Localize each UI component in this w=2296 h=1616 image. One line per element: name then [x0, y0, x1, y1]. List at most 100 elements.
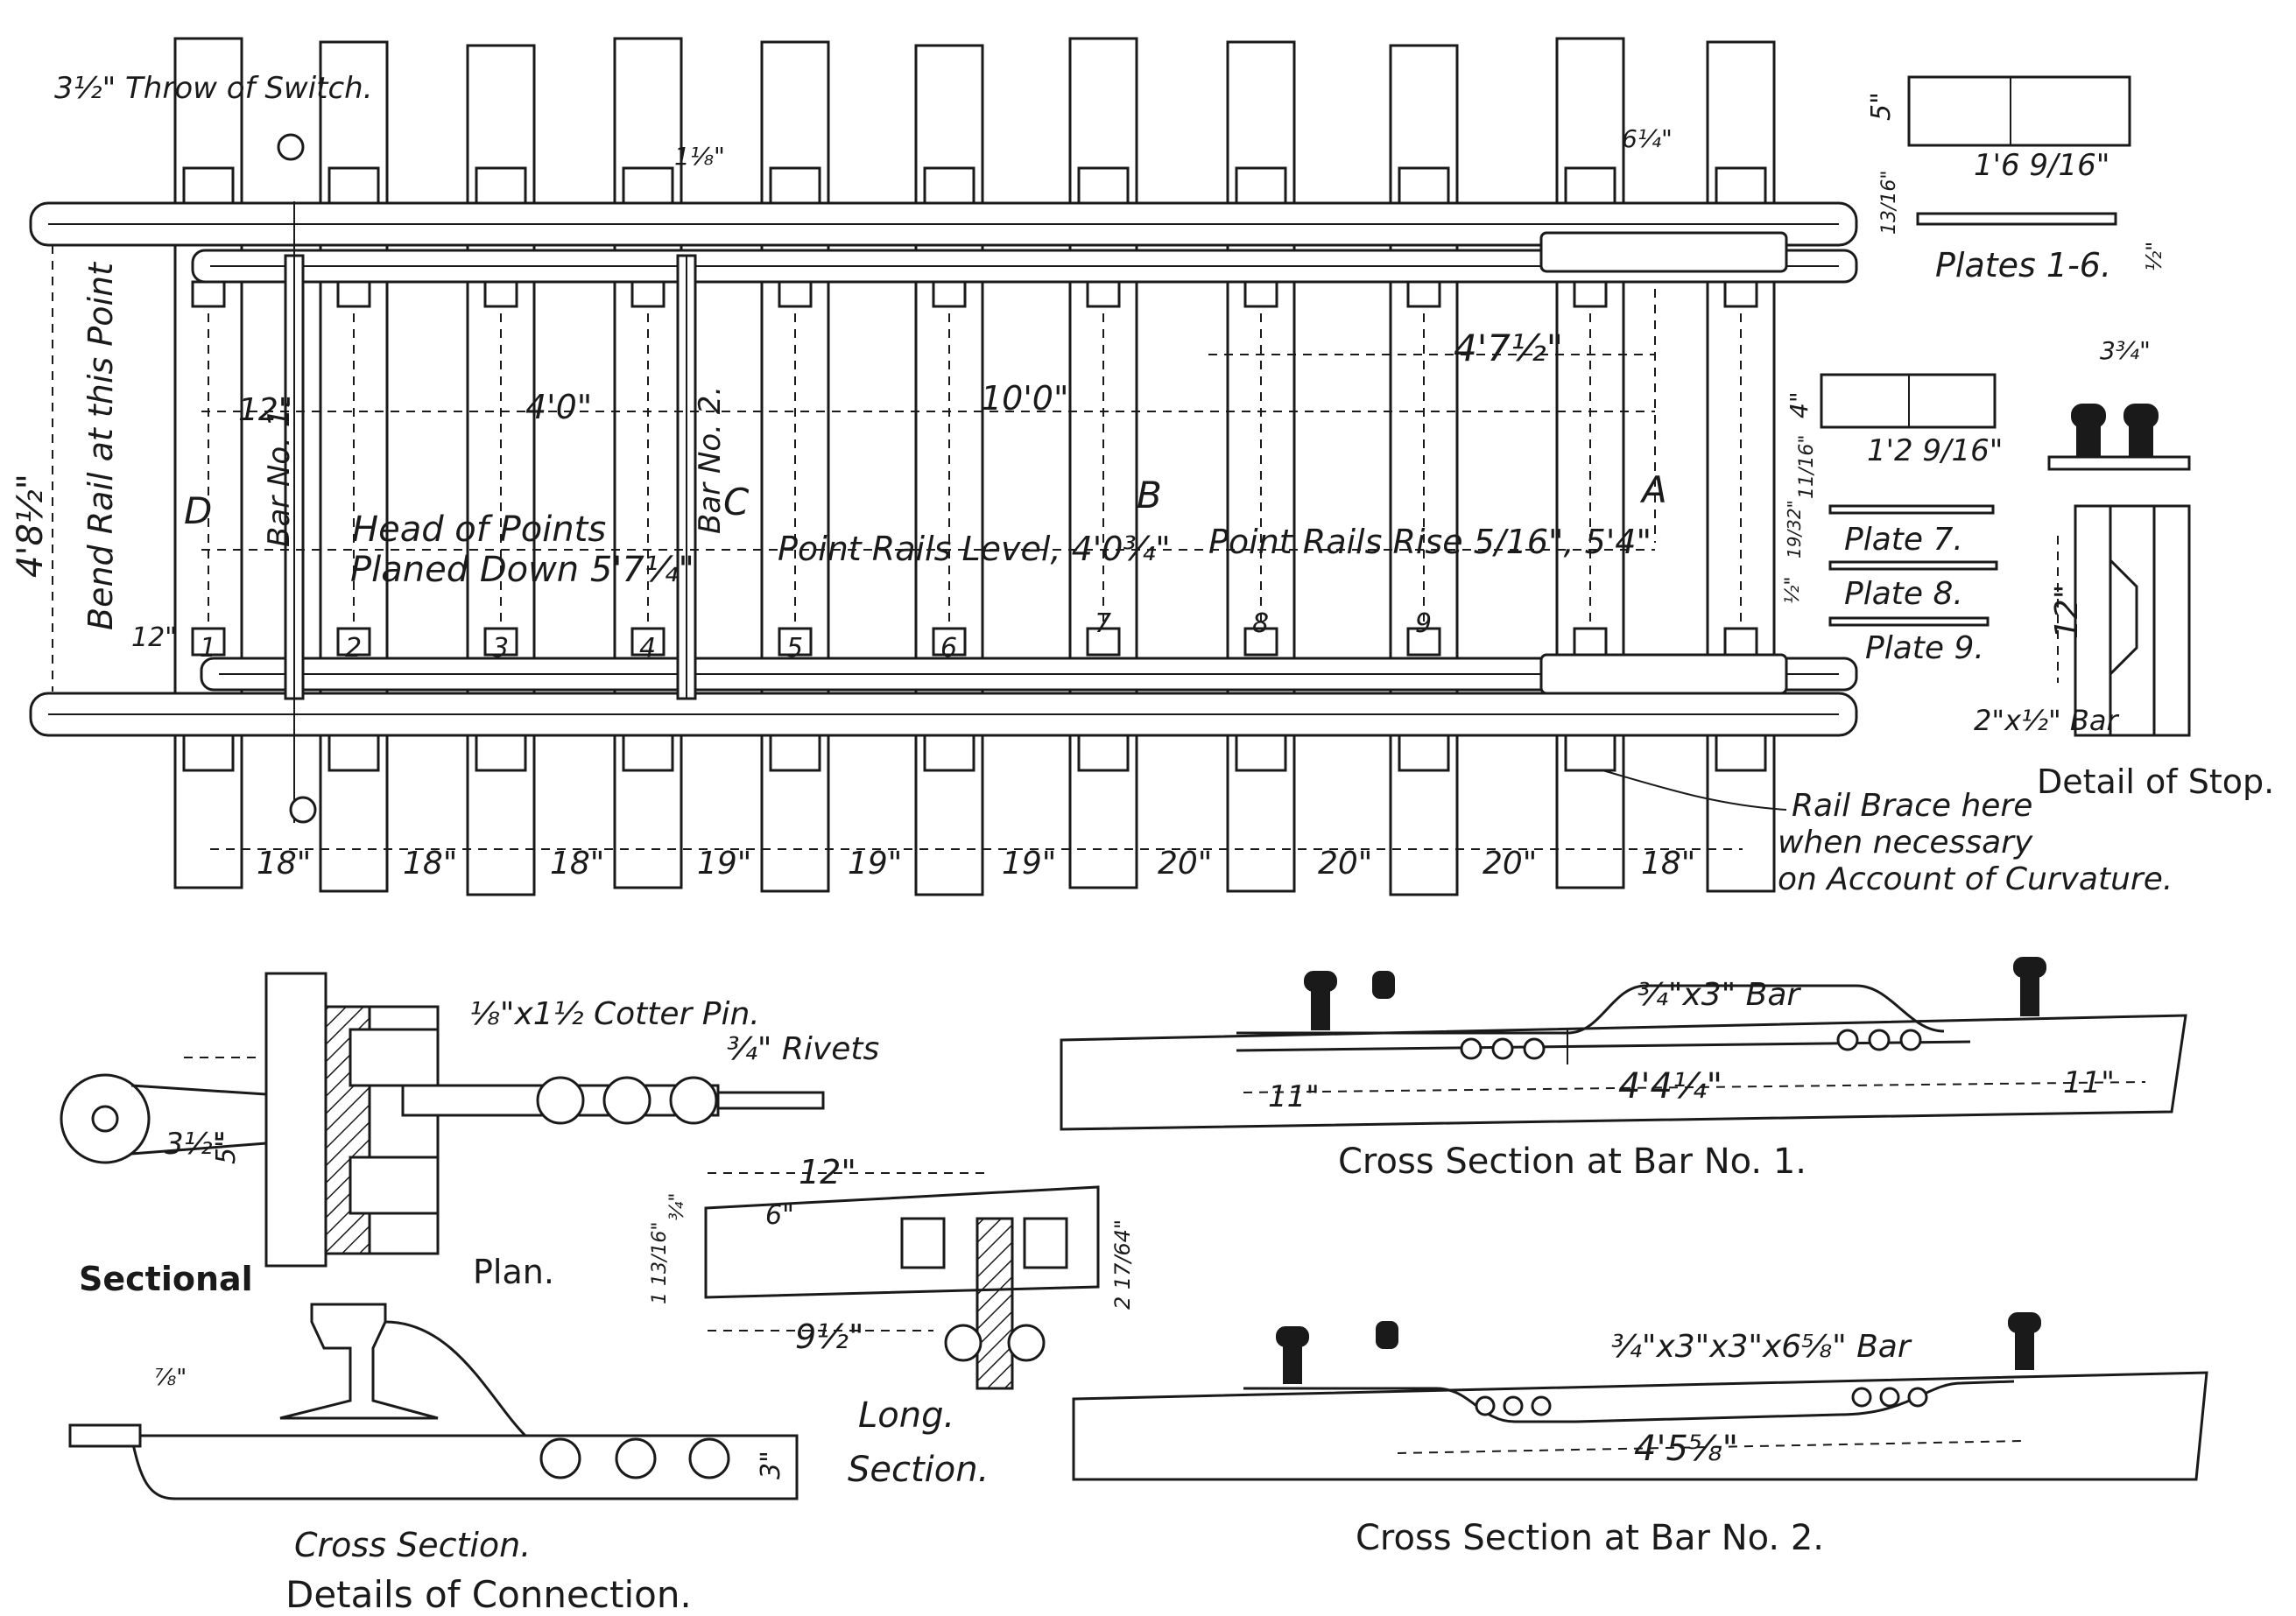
switch-plan: 3½" Throw of Switch. 4'8½" Bend Rail at …: [11, 37, 2173, 897]
dim-4-7-half: 4'7½": [1454, 327, 1563, 369]
plates-1-6-width: 5": [1866, 92, 1897, 121]
rail-clip-upper: [475, 166, 527, 205]
long-section-dim-9-half: 9½": [795, 1317, 864, 1356]
slide-plate-lower: [778, 627, 813, 657]
plates-7-9-width: 4": [1785, 391, 1814, 418]
tie-spacing-label: 19": [1002, 846, 1056, 882]
throw-label: 3½" Throw of Switch.: [54, 71, 373, 106]
slide-plate-lower: [191, 627, 226, 657]
connection-dim-3-half: 3½": [165, 1127, 226, 1162]
plates-7-9-dim-11-16: 11/16": [1796, 434, 1818, 499]
dim-10-0: 10'0": [981, 379, 1068, 418]
rail-clip-lower: [622, 734, 674, 772]
tie-spacing-label: 20": [1483, 846, 1537, 882]
rail-clip-lower: [475, 734, 527, 772]
rail-brace-note-1: Rail Brace here: [1792, 788, 2032, 824]
connection-dim-5: 5": [211, 1135, 242, 1164]
slide-plate-upper: [191, 280, 226, 308]
slide-plate-upper: [1243, 280, 1278, 308]
sectional-label: Sectional: [79, 1260, 253, 1298]
tie-spacing-label: 18": [550, 846, 604, 882]
slide-plate-lower: [630, 627, 666, 657]
bar-2-bar-label: ¾"x3"x3"x6⅝" Bar: [1611, 1329, 1912, 1365]
bar-1-dim-mid: 4'4¼": [1618, 1066, 1722, 1107]
rail-clip-upper: [923, 166, 975, 205]
bar-1-cross-section: ¾"x3" Bar 11" 4'4¼" 11" Cross Section at…: [1060, 957, 2187, 1182]
bar-1-dim-right: 11": [2063, 1065, 2115, 1100]
connection-dim-3: 3": [756, 1451, 786, 1479]
slide-plate-upper: [336, 280, 371, 308]
rail-clip-lower: [182, 734, 235, 772]
rail-clip-upper: [622, 166, 674, 205]
slide-plate-lower: [336, 627, 371, 657]
plan-dimensions: [52, 245, 1743, 850]
rail-clip-lower: [1077, 734, 1130, 772]
stop-dim-top: 3¾": [2100, 336, 2151, 365]
tie-spacing-label: 18": [1641, 846, 1695, 882]
point-c-label: C: [723, 481, 750, 523]
tie-spacing-label: 19": [697, 846, 751, 882]
rail-clip-lower: [1398, 734, 1450, 772]
bar-2-title: Cross Section at Bar No. 2.: [1356, 1518, 1824, 1558]
plate-number: 9: [1415, 608, 1432, 639]
long-section-dim-6: 6": [765, 1200, 794, 1231]
slide-plate-lower: [1406, 627, 1441, 657]
point-rails-level: Point Rails Level, 4'0¾": [778, 530, 1171, 568]
slide-plate-upper: [1086, 280, 1121, 308]
slide-plate-upper: [483, 280, 518, 308]
long-section-label-1: Long.: [858, 1395, 954, 1436]
bar-no-1-label: Bar No. 1.: [262, 399, 297, 547]
bar-2-cross-section: ¾"x3"x3"x6⅝" Bar 4'5⅝" Cross Section at …: [1072, 1312, 2208, 1558]
slide-plate-lower: [1723, 627, 1758, 657]
slide-plate-lower: [483, 627, 518, 657]
connection-plan: ⅛"x1½ Cotter Pin. ¾" Rivets 3½" 5" Secti…: [60, 972, 879, 1298]
rail-clip-lower: [1235, 734, 1287, 772]
plate-number: 1: [200, 633, 216, 664]
bar-2-dim: 4'5⅝": [1634, 1429, 1738, 1469]
plates-1-6-detail: 5" 1'6 9/16" 13/16" ½" Plates 1-6.: [1866, 75, 2166, 285]
plates-7-9-dim-half: ½": [1782, 577, 1804, 604]
rail-clip-upper: [327, 166, 380, 205]
rail-clip-lower: [327, 734, 380, 772]
plates-7-9-detail: 4" 1'2 9/16" 11/16" 19/32" ½" Plate 7. P…: [1782, 373, 2003, 666]
plate-number: 5: [786, 633, 803, 664]
stop-label: Detail of Stop.: [2037, 762, 2274, 801]
plates-7-9-length: 1'2 9/16": [1867, 433, 2003, 468]
tie-spacing-label: 20": [1158, 846, 1212, 882]
top-dim-1: 1⅛": [674, 142, 725, 171]
slide-plate-upper: [1573, 280, 1608, 308]
plate-number: 6: [940, 633, 957, 664]
connection-cross-section: ⅞" 3" Cross Section. Details of Connecti…: [68, 1303, 799, 1616]
tie-spacing-label: 18": [403, 846, 457, 882]
bar-1-dim-left: 11": [1268, 1079, 1320, 1114]
long-section-dim-3-4: ¾": [666, 1193, 688, 1220]
top-dim-2: 6¼": [1622, 124, 1673, 153]
slide-plate-lower: [932, 627, 967, 657]
slide-plate-upper: [1723, 280, 1758, 308]
slide-plate-lower: [1573, 627, 1608, 657]
rail-clip-upper: [182, 166, 235, 205]
details-of-connection-label: Details of Connection.: [285, 1573, 692, 1616]
slide-plate-upper: [1406, 280, 1441, 308]
switch-rod-eye-top: [277, 133, 305, 161]
bar-no-2-label: Bar No. 2.: [693, 386, 728, 534]
bar-1-title: Cross Section at Bar No. 1.: [1338, 1142, 1807, 1182]
plan-label: Plan.: [473, 1253, 554, 1291]
rail-clip-lower: [1564, 734, 1616, 772]
point-b-label: B: [1137, 474, 1162, 516]
plates-1-6-thickness: 13/16": [1878, 170, 1900, 235]
tie-spacing-labels: 18"18"18"19"19"19"20"20"20"18": [257, 846, 1695, 882]
rail-clip-upper: [1235, 166, 1287, 205]
plate-7-label: Plate 7.: [1844, 522, 1963, 558]
slide-plate-upper: [932, 280, 967, 308]
bend-note: Bend Rail at this Point: [81, 261, 120, 630]
plate-number: 8: [1252, 608, 1269, 639]
slide-plate-lower: [1243, 627, 1278, 657]
long-section: 12" 6" ¾" 1 13/16" 2 17/64" 9½" Long. Se…: [649, 1153, 1135, 1490]
plate-8-label: Plate 8.: [1844, 576, 1963, 612]
rail-clip-lower: [923, 734, 975, 772]
bar-1-bar-label: ¾"x3" Bar: [1637, 977, 1801, 1013]
switch-rod-eye-bottom: [289, 796, 317, 824]
